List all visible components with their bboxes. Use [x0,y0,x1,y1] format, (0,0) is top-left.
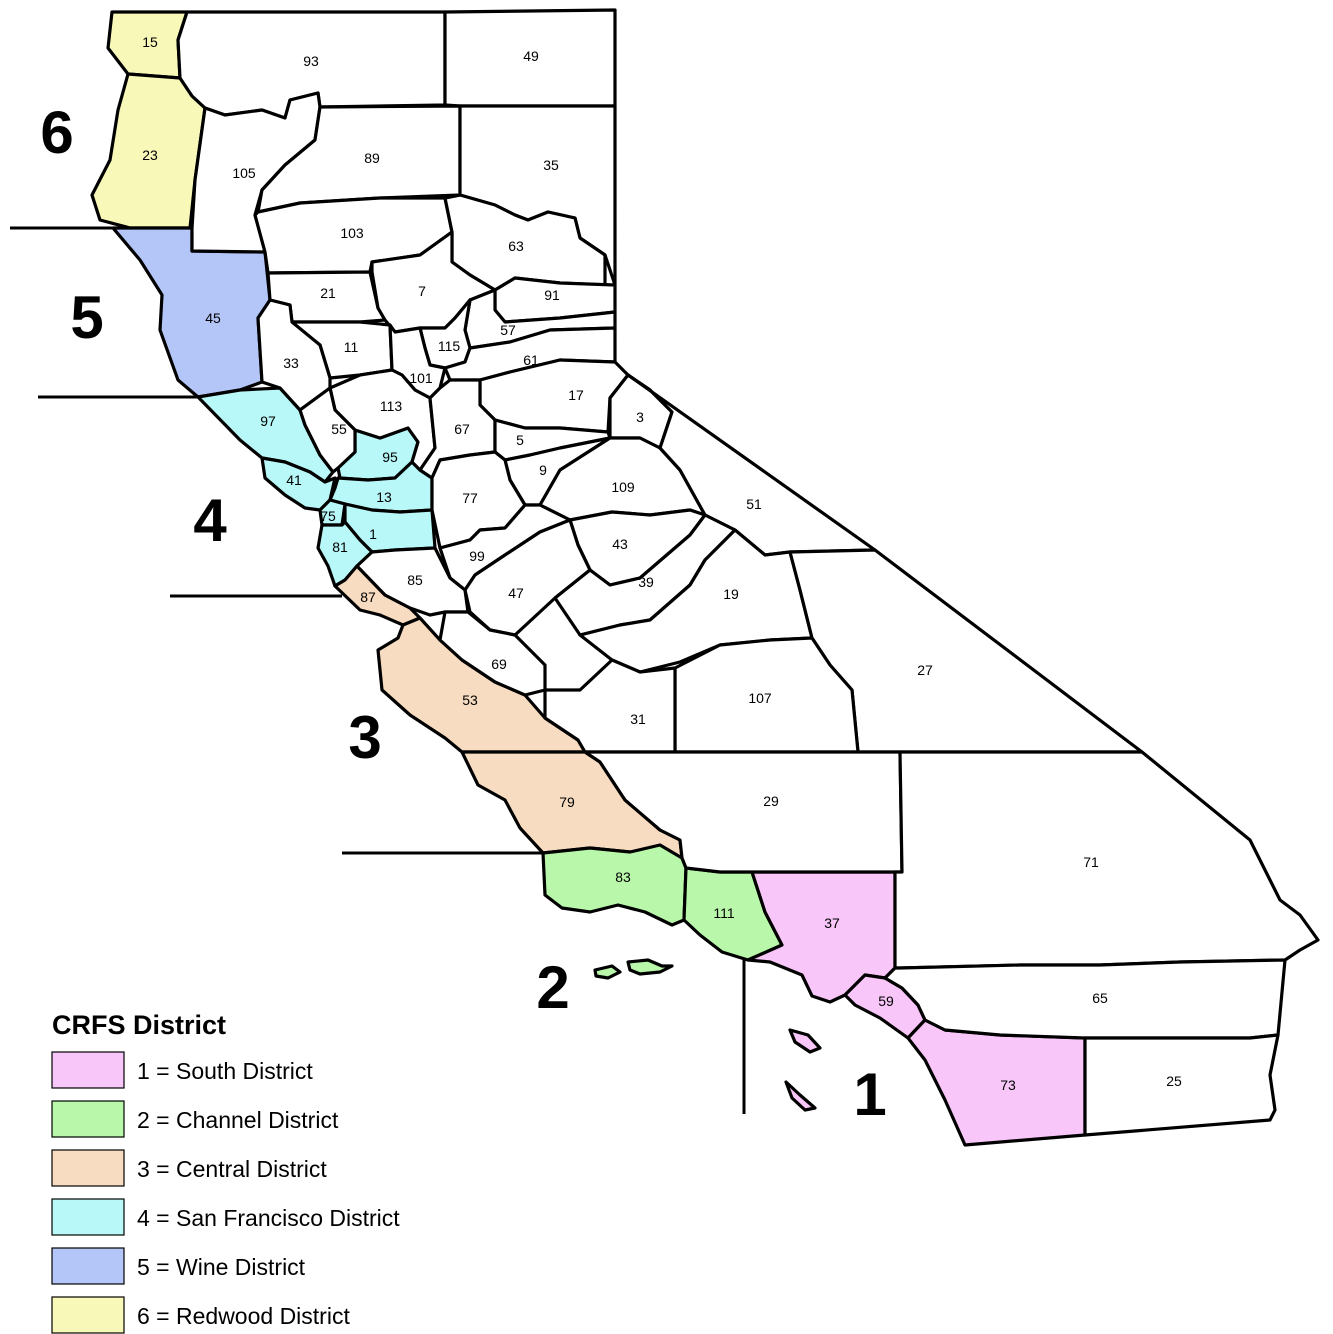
legend: CRFS District 1 = South District 2 = Chan… [51,1010,400,1334]
county-73[interactable] [906,1018,1087,1147]
county-label-21: 21 [320,285,336,301]
legend-swatch-4 [51,1198,125,1236]
legend-swatch-2 [51,1100,125,1138]
county-label-23: 23 [142,147,158,163]
county-label-35: 35 [543,157,559,173]
county-label-111: 111 [713,905,734,921]
county-label-101: 101 [409,370,433,386]
county-71[interactable] [893,750,1320,970]
county-label-105: 105 [232,165,256,181]
county-label-25: 25 [1166,1073,1182,1089]
county-label-41: 41 [286,472,302,488]
county-label-47: 47 [508,585,524,601]
county-label-89: 89 [364,150,380,166]
county-label-79: 79 [559,794,575,810]
island-d [784,1080,817,1112]
county-label-39: 39 [638,574,654,590]
county-label-15: 15 [142,34,158,50]
county-label-67: 67 [454,421,470,437]
island-c [788,1028,822,1054]
county-label-19: 19 [723,586,739,602]
county-label-59: 59 [878,993,894,1009]
county-label-85: 85 [407,572,423,588]
legend-items: 1 = South District 2 = Channel District 3 … [51,1051,400,1334]
island-b [626,958,674,976]
county-label-97: 97 [260,413,276,429]
legend-swatch-3 [51,1149,125,1187]
district-label-3: 3 [348,704,381,771]
county-label-1: 1 [369,526,377,542]
county-label-31: 31 [630,711,646,727]
legend-label-3: 3 = Central District [137,1156,327,1182]
county-label-99: 99 [469,548,485,564]
county-label-71: 71 [1083,854,1099,870]
county-label-37: 37 [824,915,840,931]
district-label-4: 4 [193,487,227,554]
county-label-83: 83 [615,869,631,885]
legend-title: CRFS District [52,1010,226,1040]
county-69[interactable] [438,610,547,697]
legend-label-6: 6 = Redwood District [137,1303,350,1329]
county-label-61: 61 [523,352,539,368]
county-label-5: 5 [516,432,524,448]
county-31[interactable] [543,658,677,754]
county-label-93: 93 [303,53,319,69]
legend-label-4: 4 = San Francisco District [137,1205,400,1231]
county-87[interactable] [333,564,422,627]
county-55[interactable] [298,386,357,474]
county-label-45: 45 [205,310,221,326]
county-label-27: 27 [917,662,933,678]
county-label-55: 55 [331,421,347,437]
district-numbers: 1 2 3 4 5 6 [40,99,886,1128]
legend-swatch-6 [51,1296,125,1334]
county-label-69: 69 [491,656,507,672]
county-65[interactable] [883,958,1287,1040]
county-label-81: 81 [332,539,348,555]
island-a [593,964,622,980]
county-label-3: 3 [636,409,644,425]
county-label-103: 103 [340,225,364,241]
county-label-29: 29 [763,793,779,809]
district-dividers [10,226,746,1114]
county-label-107: 107 [748,690,772,706]
legend-swatch-5 [51,1247,125,1285]
county-label-75: 75 [320,508,336,524]
county-label-43: 43 [612,536,628,552]
county-45[interactable] [111,226,272,399]
county-25[interactable] [1083,1033,1280,1137]
county-label-33: 33 [283,355,299,371]
county-label-49: 49 [523,48,539,64]
county-33[interactable] [256,298,332,412]
county-label-63: 63 [508,238,524,254]
county-label-95: 95 [382,449,398,465]
county-label-53: 53 [462,692,478,708]
district-label-5: 5 [70,284,103,351]
district-label-2: 2 [536,954,569,1021]
county-label-87: 87 [360,589,376,605]
district-label-6: 6 [40,99,73,166]
county-label-7: 7 [418,283,426,299]
county-label-9: 9 [539,462,547,478]
district-label-1: 1 [853,1061,886,1128]
county-83[interactable] [541,843,688,927]
county-label-57: 57 [500,322,516,338]
legend-swatch-1 [51,1051,125,1089]
county-shapes [90,8,1320,1147]
county-label-11: 11 [344,339,359,355]
county-label-109: 109 [611,479,635,495]
county-label-113: 113 [380,398,403,414]
legend-label-5: 5 = Wine District [137,1254,306,1280]
legend-label-1: 1 = South District [137,1058,313,1084]
county-label-77: 77 [462,490,478,506]
county-label-17: 17 [568,387,584,403]
county-label-13: 13 [376,489,392,505]
county-label-115: 115 [438,338,461,354]
county-label-51: 51 [746,496,762,512]
legend-label-2: 2 = Channel District [137,1107,339,1133]
county-label-73: 73 [1000,1077,1016,1093]
county-label-91: 91 [544,287,560,303]
county-label-65: 65 [1092,990,1108,1006]
